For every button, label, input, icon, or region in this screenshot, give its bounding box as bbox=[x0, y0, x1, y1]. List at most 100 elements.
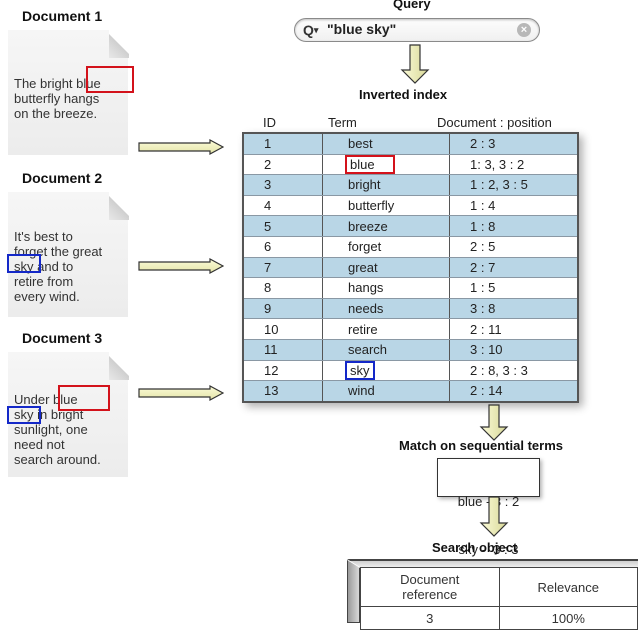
document-1-title: Document 1 bbox=[22, 8, 103, 24]
table-row: 2 blue 1: 3, 3 : 2 bbox=[242, 154, 579, 176]
term-text: butterfly bbox=[348, 198, 395, 214]
table-row: 4 butterfly 1 : 4 bbox=[242, 195, 579, 217]
highlighted-term: sky bbox=[345, 360, 375, 380]
table-row: 12 sky 2 : 8, 3 : 3 bbox=[242, 360, 579, 382]
cell-id: 3 bbox=[242, 174, 323, 196]
doc-line: Under blue bbox=[14, 392, 78, 407]
cell-id: 9 bbox=[242, 298, 323, 320]
cell-term: forget bbox=[322, 236, 450, 258]
query-value: "blue sky" bbox=[327, 21, 397, 37]
cell-document-position: 3 : 10 bbox=[449, 339, 579, 361]
magnifier-dropdown-icon[interactable]: Q▾ bbox=[303, 22, 319, 38]
cell-document-position: 1: 3, 3 : 2 bbox=[449, 154, 579, 176]
table-row: 6 forget 2 : 5 bbox=[242, 236, 579, 258]
cell-document-position: 2 : 8, 3 : 3 bbox=[449, 360, 579, 382]
inverted-index-title: Inverted index bbox=[359, 87, 448, 102]
cell-document-position: 1 : 8 bbox=[449, 215, 579, 237]
arrow-right-icon bbox=[138, 385, 224, 401]
relevance-value: 100% bbox=[498, 606, 638, 630]
match-title: Match on sequential terms bbox=[399, 438, 563, 453]
term-text: great bbox=[348, 259, 378, 275]
cell-document-position: 3 : 8 bbox=[449, 298, 579, 320]
cell-term: best bbox=[322, 133, 450, 155]
highlighted-term: blue bbox=[345, 154, 395, 174]
arrow-right-icon bbox=[138, 139, 224, 155]
cell-document-position: 2 : 14 bbox=[449, 380, 579, 403]
clear-x-icon[interactable]: × bbox=[517, 23, 531, 37]
cell-id: 8 bbox=[242, 277, 323, 299]
cell-id: 2 bbox=[242, 154, 323, 176]
search-object-table: Document reference Relevance 3 100% bbox=[347, 559, 638, 630]
term-text: wind bbox=[348, 383, 375, 399]
doc-line: sky and to bbox=[14, 259, 74, 274]
column-header-document-reference: Document reference bbox=[360, 567, 500, 607]
table-row: 3 bright 1 : 2, 3 : 5 bbox=[242, 174, 579, 196]
match-line: sky - 3 : 3 bbox=[458, 542, 519, 557]
cell-document-position: 1 : 4 bbox=[449, 195, 579, 217]
column-header-id: ID bbox=[263, 115, 276, 130]
document-2-title: Document 2 bbox=[22, 170, 103, 186]
term-text: breeze bbox=[348, 218, 388, 234]
term-text: search bbox=[348, 342, 388, 358]
cell-term: retire bbox=[322, 318, 450, 340]
cell-term: sky bbox=[322, 360, 450, 382]
highlight-sky-word bbox=[7, 406, 41, 424]
term-text: forget bbox=[348, 239, 382, 255]
document-reference-value: 3 bbox=[360, 606, 500, 630]
doc-line: butterfly hangs bbox=[14, 91, 100, 106]
page-fold-icon bbox=[109, 352, 129, 380]
arrow-down-icon bbox=[479, 497, 509, 537]
arrow-down-icon bbox=[400, 44, 430, 84]
cell-term: needs bbox=[322, 298, 450, 320]
cell-document-position: 2 : 5 bbox=[449, 236, 579, 258]
table-row: 9 needs 3 : 8 bbox=[242, 298, 579, 320]
cell-id: 4 bbox=[242, 195, 323, 217]
cell-id: 7 bbox=[242, 257, 323, 279]
doc-line: search around. bbox=[14, 452, 101, 467]
cell-document-position: 1 : 2, 3 : 5 bbox=[449, 174, 579, 196]
doc-line: on the breeze. bbox=[14, 106, 98, 121]
search-object-title: Search object bbox=[432, 540, 518, 555]
term-text: needs bbox=[348, 301, 384, 317]
document-3-title: Document 3 bbox=[22, 330, 103, 346]
table-row: 11 search 3 : 10 bbox=[242, 339, 579, 361]
column-header-relevance: Relevance bbox=[498, 567, 638, 607]
term-text: best bbox=[348, 136, 373, 152]
cell-term: bright bbox=[322, 174, 450, 196]
doc-line: sunlight, one bbox=[14, 422, 88, 437]
doc-line: It's best to bbox=[14, 229, 73, 244]
query-title: Query bbox=[393, 0, 431, 11]
cell-id: 11 bbox=[242, 339, 323, 361]
table-row: 10 retire 2 : 11 bbox=[242, 318, 579, 340]
term-text: retire bbox=[348, 321, 378, 337]
page-fold-icon bbox=[109, 30, 129, 58]
cell-id: 6 bbox=[242, 236, 323, 258]
page-fold-icon bbox=[109, 192, 129, 220]
cell-document-position: 2 : 11 bbox=[449, 318, 579, 340]
cell-term: great bbox=[322, 257, 450, 279]
column-header-term: Term bbox=[328, 115, 357, 130]
term-text: hangs bbox=[348, 280, 384, 296]
doc-line: retire from bbox=[14, 274, 74, 289]
cell-term: butterfly bbox=[322, 195, 450, 217]
highlight-blue-word bbox=[58, 385, 110, 411]
column-header-document-position: Document : position bbox=[437, 115, 552, 130]
cell-id: 12 bbox=[242, 360, 323, 382]
cell-id: 5 bbox=[242, 215, 323, 237]
table-row: 5 breeze 1 : 8 bbox=[242, 215, 579, 237]
cell-term: blue bbox=[322, 154, 450, 176]
cell-document-position: 1 : 5 bbox=[449, 277, 579, 299]
cell-term: breeze bbox=[322, 215, 450, 237]
term-text: bright bbox=[348, 177, 381, 193]
cell-id: 10 bbox=[242, 318, 323, 340]
doc-line: every wind. bbox=[14, 289, 80, 304]
query-search-input[interactable]: Q▾ "blue sky" × bbox=[294, 18, 540, 42]
cell-term: search bbox=[322, 339, 450, 361]
arrow-down-icon bbox=[479, 404, 509, 441]
table-row: 13 wind 2 : 14 bbox=[242, 380, 579, 403]
match-result-box: blue - 3 : 2 sky - 3 : 3 bbox=[437, 458, 540, 557]
cell-id: 13 bbox=[242, 380, 323, 403]
